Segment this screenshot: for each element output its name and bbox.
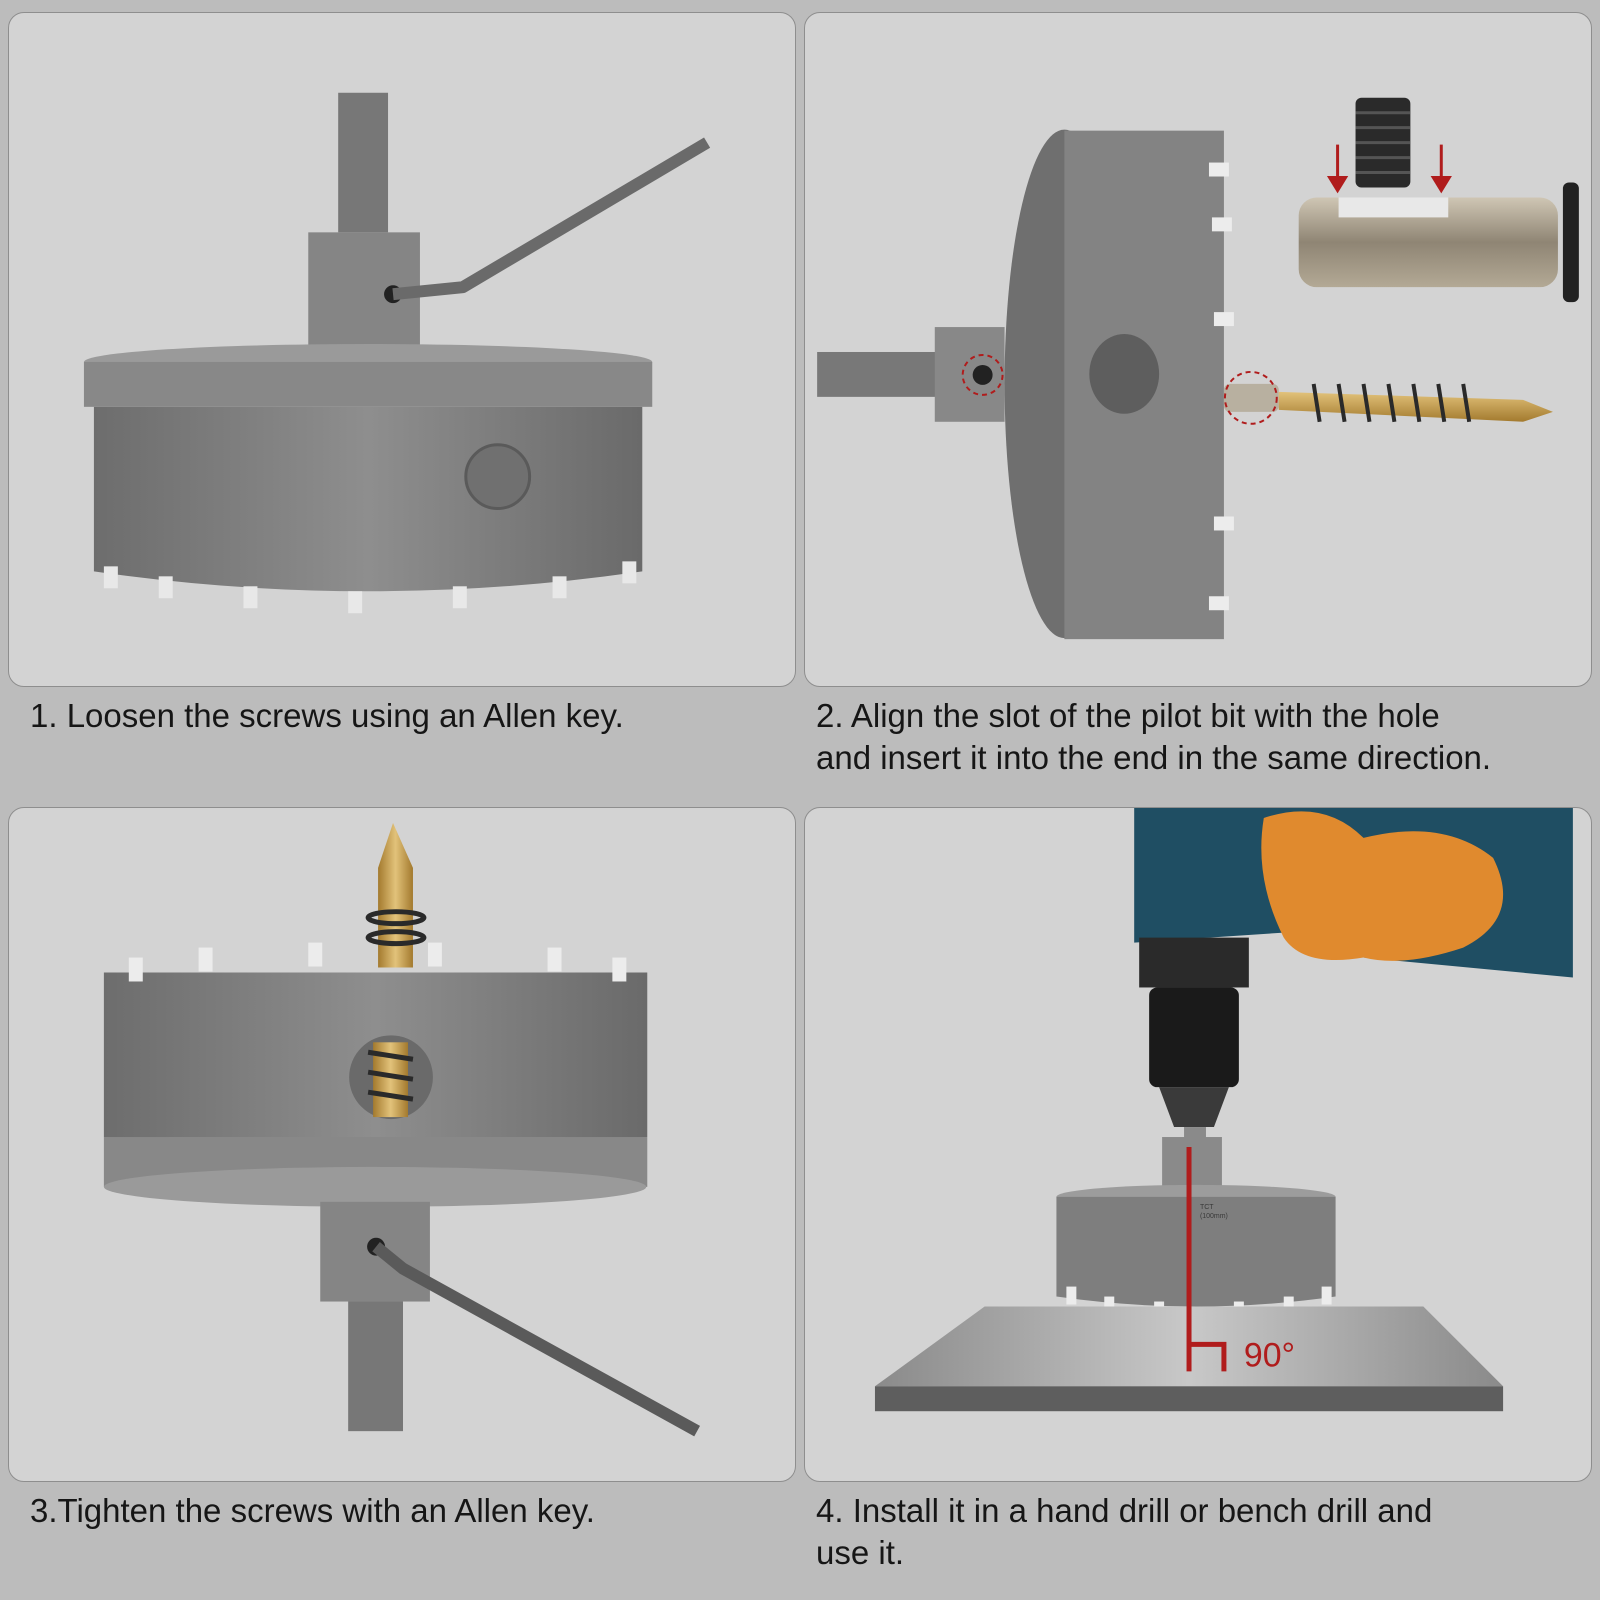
allen-key-icon: [372, 1242, 701, 1437]
spring-icon: [1311, 383, 1472, 423]
hex-shank-icon: [348, 1301, 403, 1432]
pilot-bit-end-detail: [1298, 197, 1558, 288]
spring-icon: [365, 909, 427, 947]
pilot-bit-shank: [1223, 383, 1279, 412]
chip-ejection-hole-icon: [464, 443, 532, 511]
hex-shank-icon: [817, 351, 937, 397]
saw-label-line-1: TCT: [1200, 1204, 1214, 1211]
flat-slot: [1338, 197, 1449, 218]
pilot-bit-alignment-illustration: [817, 97, 1579, 640]
drill-chuck-icon: [1149, 987, 1239, 1088]
right-angle-icon: [1189, 1341, 1227, 1372]
allen-key-icon: [392, 137, 711, 301]
step-3-panel: [8, 807, 796, 1482]
o-ring: [1562, 182, 1579, 303]
insert-arrows-icon: [1326, 144, 1452, 194]
tighten-screws-illustration: [103, 822, 701, 1437]
angle-label: 90°: [1244, 1336, 1295, 1374]
carbide-teeth: [1208, 162, 1234, 611]
saw-label-line-2: (100mm): [1200, 1213, 1228, 1220]
glove-icon: [1261, 811, 1504, 961]
step-4-caption: 4. Install it in a hand drill or bench d…: [816, 1490, 1432, 1574]
step-2-caption-line-1: 2. Align the slot of the pilot bit with …: [816, 697, 1440, 734]
step-4-caption-line-2: use it.: [816, 1534, 905, 1571]
drill-install-illustration: TCT (100mm) 90°: [874, 808, 1573, 1412]
step-4-panel: TCT (100mm) 90°: [804, 807, 1592, 1482]
screw-highlight-circle: [961, 353, 1004, 396]
hole-saw-with-allen-key-illustration: [83, 92, 711, 614]
chuck-collar: [1139, 937, 1249, 988]
step-1-caption: 1. Loosen the screws using an Allen key.: [30, 697, 624, 734]
step-3-caption: 3.Tighten the screws with an Allen key.: [30, 1492, 595, 1529]
slot-highlight-circle: [1223, 370, 1278, 425]
step-1-panel: [8, 12, 796, 687]
step-2-caption-line-2: and insert it into the end in the same d…: [816, 739, 1492, 776]
set-screw-threads: [1355, 111, 1411, 175]
chip-ejection-hole-icon: [1089, 334, 1160, 414]
carbide-teeth: [128, 942, 627, 982]
hole-saw-icon: [1056, 1196, 1336, 1307]
set-screw-hole-icon: [972, 364, 993, 385]
step-2-caption: 2. Align the slot of the pilot bit with …: [816, 695, 1491, 779]
hole-saw-icon: [93, 406, 643, 592]
step-4-caption-line-1: 4. Install it in a hand drill or bench d…: [816, 1492, 1433, 1529]
step-2-panel: [804, 12, 1592, 687]
carbide-teeth: [103, 561, 637, 614]
hex-shank-icon: [338, 92, 389, 233]
